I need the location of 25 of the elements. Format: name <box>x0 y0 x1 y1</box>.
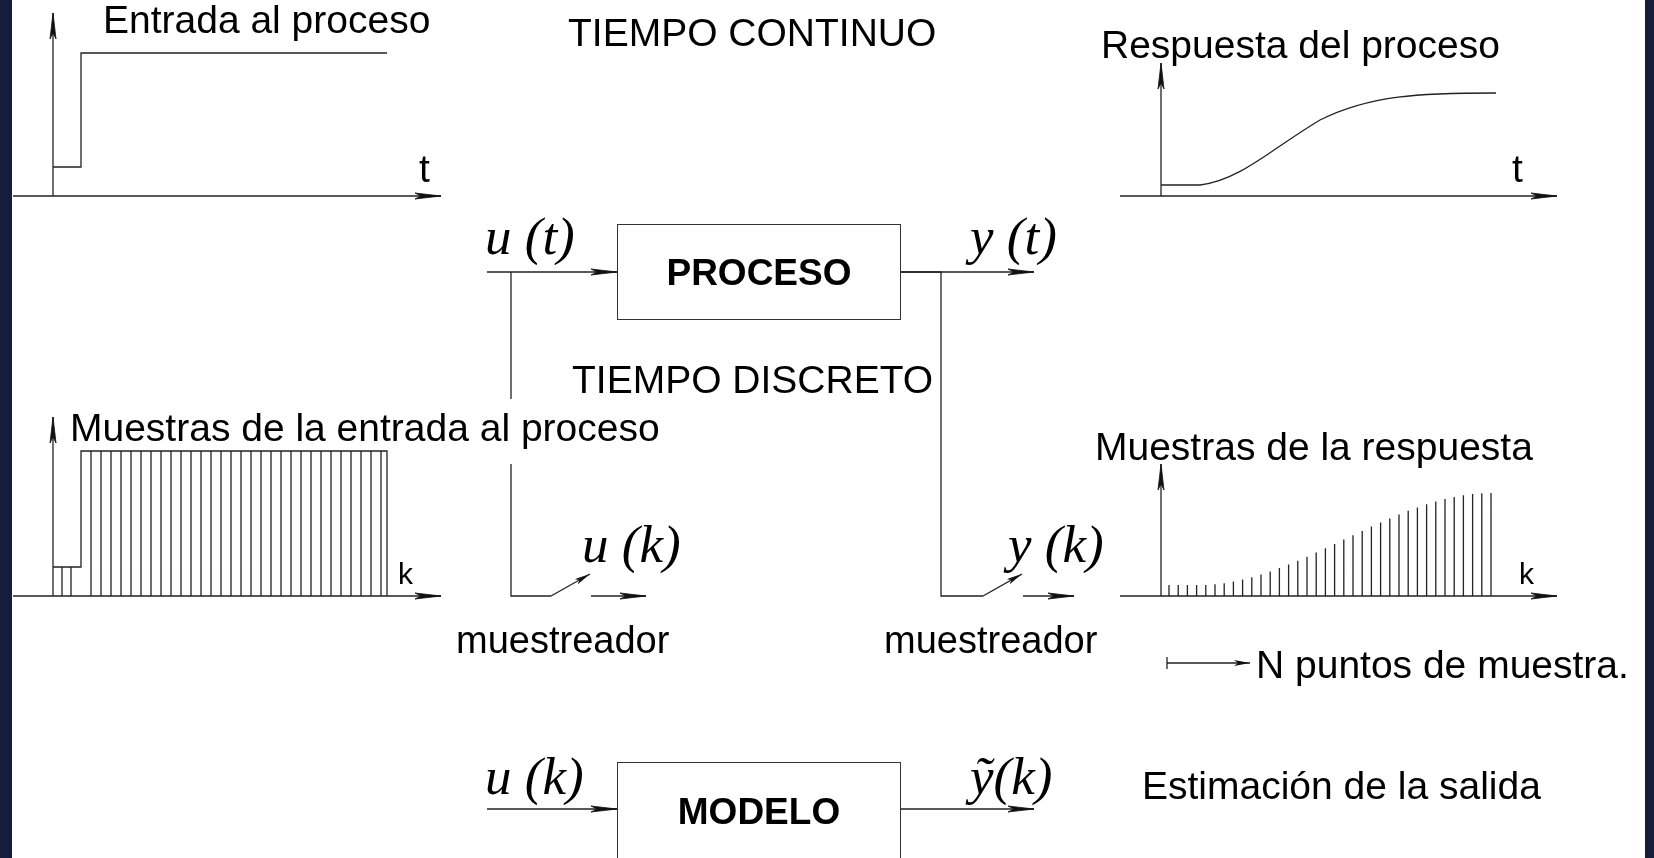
note: N puntos de muestra. <box>1256 645 1629 684</box>
connector-line <box>510 271 552 597</box>
process-box <box>617 224 901 320</box>
sampler-switch <box>983 572 1023 598</box>
axis-label: t <box>1512 149 1523 188</box>
arrow <box>1022 592 1075 600</box>
note: Estimación de la salida <box>1142 766 1541 805</box>
plot-title: Respuesta del proceso <box>1101 25 1500 64</box>
plot-title: Entrada al proceso <box>103 0 431 39</box>
connector-line <box>900 271 984 597</box>
section-heading: TIEMPO DISCRETO <box>572 360 934 399</box>
axis-label: t <box>419 149 430 188</box>
process-label: PROCESO <box>666 254 852 291</box>
model-box <box>617 762 901 858</box>
section-heading: TIEMPO CONTINUO <box>568 13 937 52</box>
plot-title: Muestras de la respuesta <box>1095 427 1533 466</box>
plot-title: Muestras de la entrada al proceso <box>70 408 660 447</box>
model-label: MODELO <box>677 793 841 830</box>
arrow <box>590 592 647 600</box>
sampler-label: muestreador <box>456 621 670 659</box>
sampler-label: muestreador <box>884 621 1098 659</box>
arrow <box>900 805 1035 813</box>
axis-label: k <box>398 559 413 589</box>
sampler-switch <box>551 572 591 598</box>
axis-label: k <box>1519 559 1534 589</box>
